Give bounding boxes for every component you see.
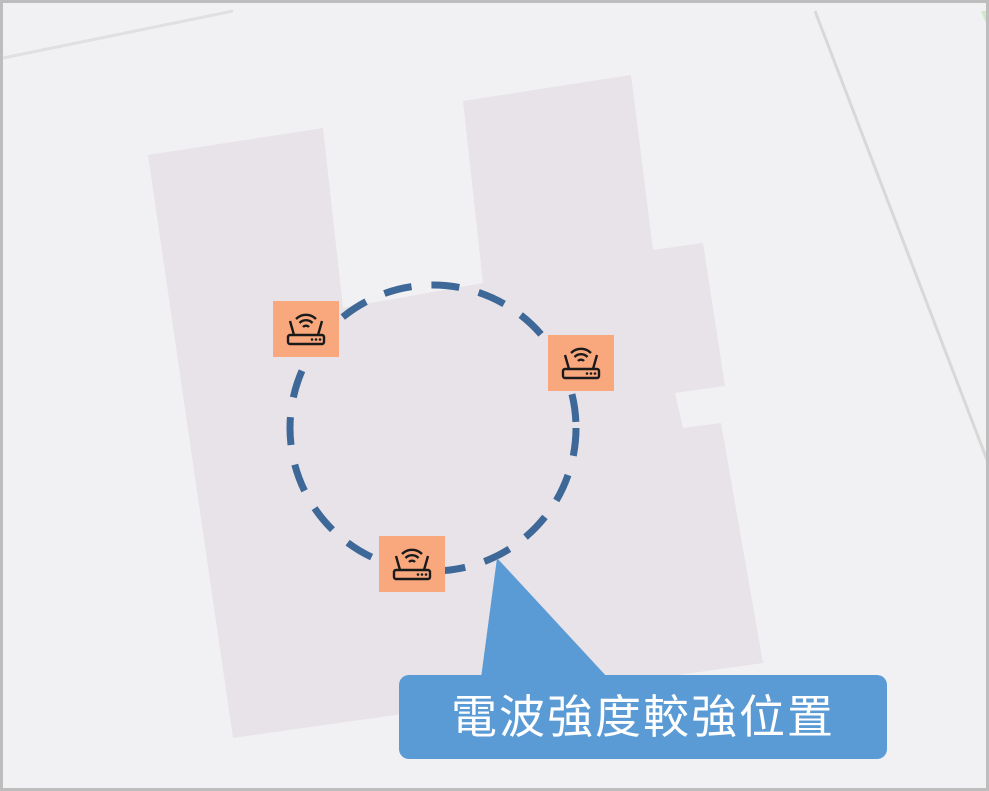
floor-plan-map [3,9,986,738]
green-corner [981,11,986,24]
building-footprint [148,75,763,738]
wifi-router-icon [392,548,432,581]
road-edge-right [813,10,986,462]
callout-label: 電波強度較強位置 [399,675,887,759]
router-marker-left[interactable] [273,301,339,357]
wifi-router-icon [561,347,601,380]
router-marker-right[interactable] [548,335,614,391]
router-marker-bottom[interactable] [379,536,445,592]
callout-pointer [481,558,608,678]
wifi-router-icon [286,313,326,346]
signal-area-circle [286,281,580,575]
road-edge-top [3,9,234,60]
